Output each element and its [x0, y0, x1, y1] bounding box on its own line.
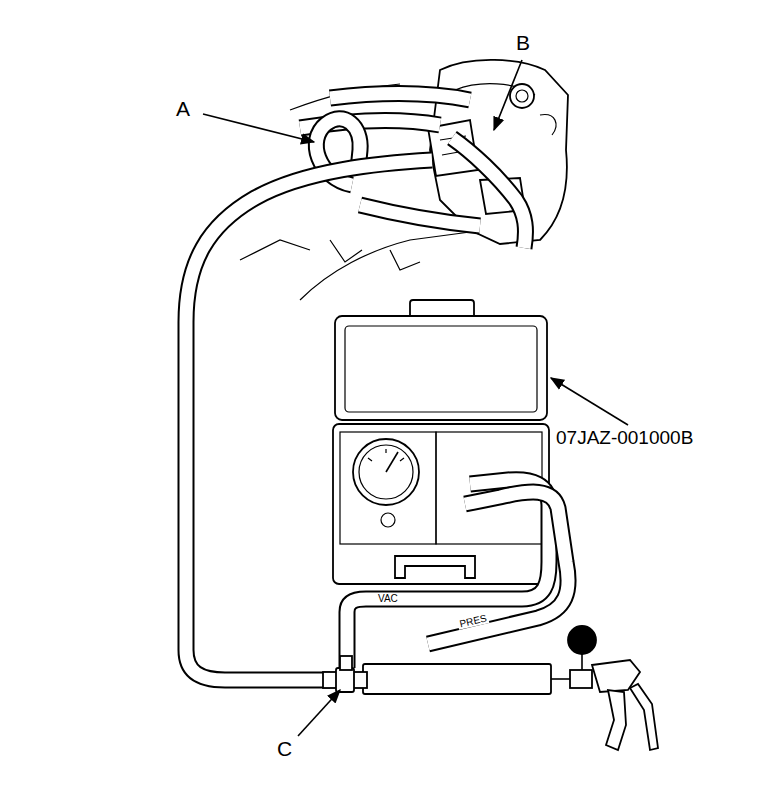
t-fitting — [323, 656, 551, 694]
part-label: C — [277, 738, 292, 759]
tool-number: 07JAZ-001000B — [556, 428, 693, 447]
vacuum-pressure-tester — [333, 300, 549, 584]
hand-vacuum-pump — [551, 626, 658, 750]
part-label: A — [176, 98, 190, 119]
hose — [347, 480, 568, 668]
leader-line — [203, 60, 628, 736]
hose-marking: VAC — [376, 594, 400, 604]
part-label: B — [516, 32, 530, 53]
